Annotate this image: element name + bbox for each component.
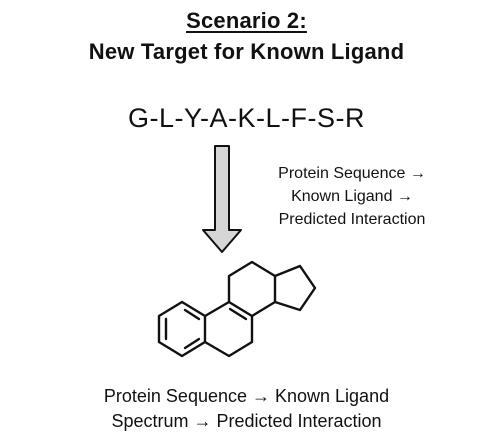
steroid-skeleton-icon	[157, 260, 317, 358]
flow-annotation-line-2: Known Ligand →	[291, 188, 413, 205]
caption-line-2: Spectrum → Predicted Interaction	[111, 411, 382, 431]
ring-c	[227, 260, 277, 318]
protein-sequence: G-L-Y-A-K-L-F-S-R	[127, 103, 365, 133]
ring-b	[203, 300, 254, 358]
ring-a-inner-bond-3	[183, 337, 201, 350]
ring-a-inner-bond-1	[183, 308, 201, 321]
flow-annotation-line-1: Protein Sequence →	[278, 165, 426, 182]
flow-annotation-line-3: Predicted Interaction	[278, 211, 426, 228]
caption-line-1: Protein Sequence → Known Ligand	[103, 386, 390, 406]
title-subtitle: New Target for Known Ligand	[88, 39, 405, 64]
ring-d	[273, 264, 317, 312]
down-arrow-icon	[202, 145, 242, 253]
title-scenario: Scenario 2:	[186, 8, 307, 33]
ring-b-double-bond	[228, 307, 248, 321]
